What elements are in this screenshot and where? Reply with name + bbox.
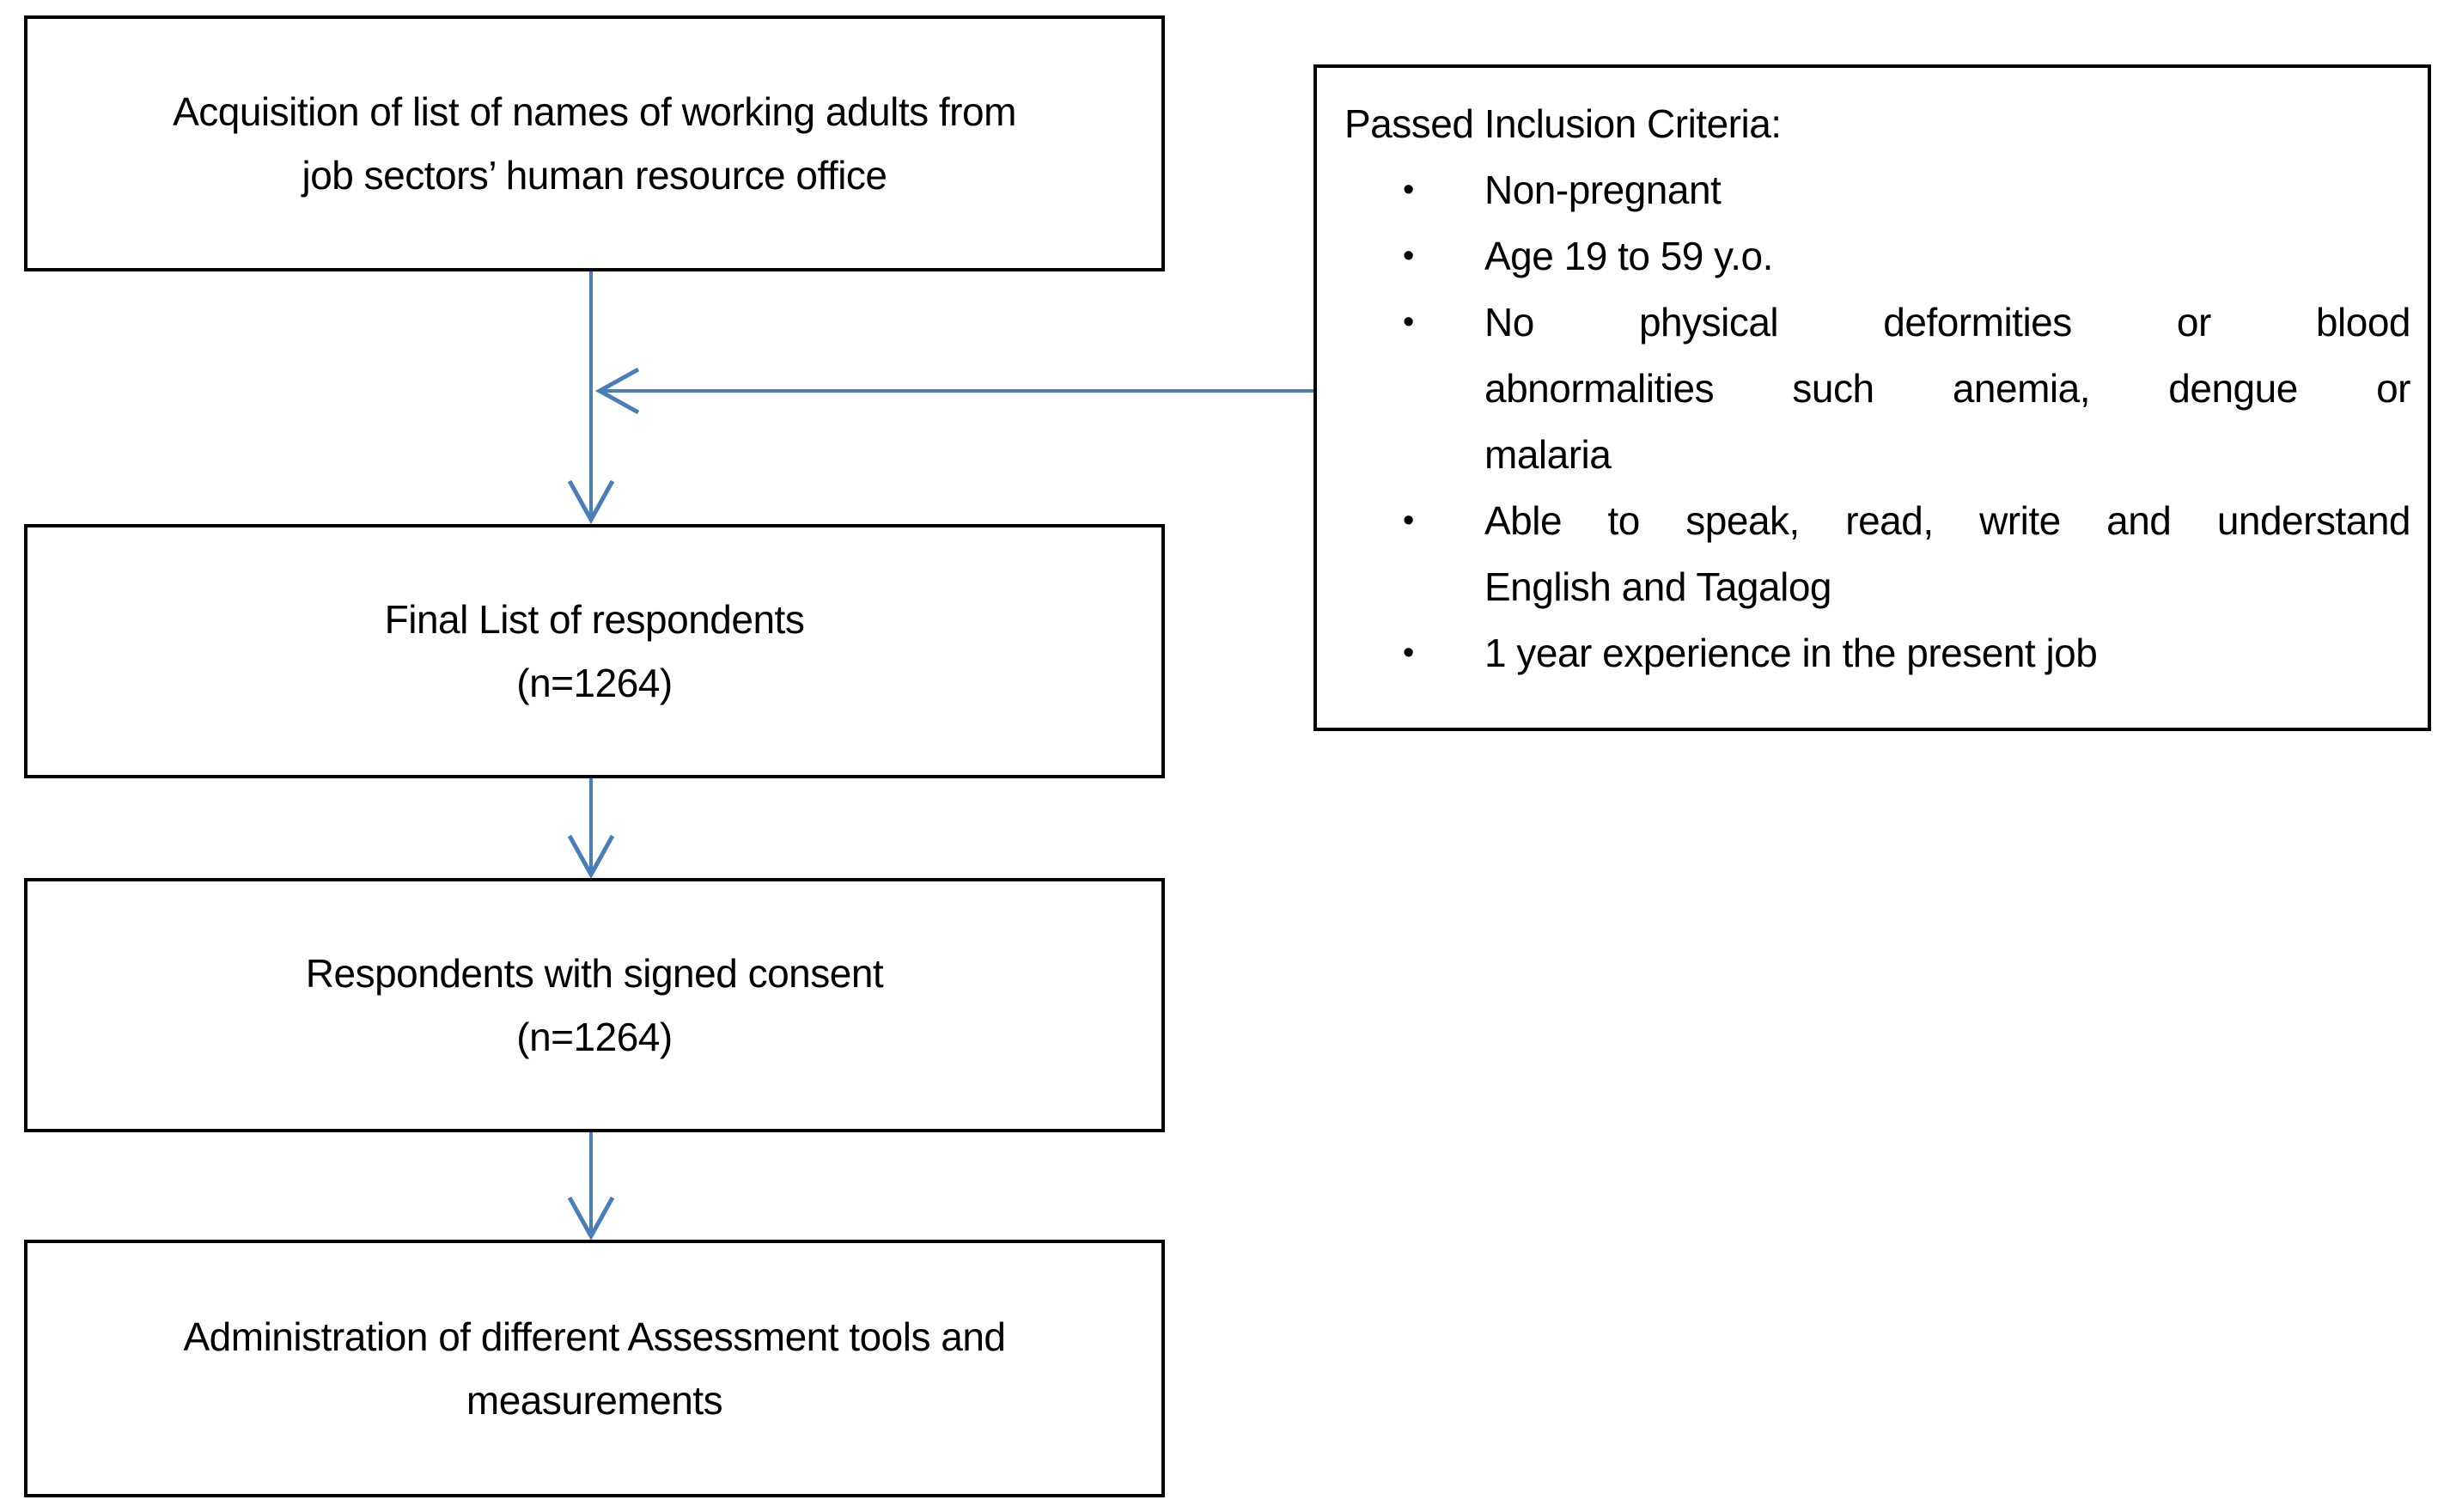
criteria-text-line: 1 year experience in the present job	[1484, 631, 2098, 675]
flowchart-box-acquisition: Acquisition of list of names of working …	[24, 15, 1165, 271]
criteria-text-line: English and Tagalog	[1484, 564, 1831, 609]
box-text-line: Respondents with signed consent	[305, 951, 884, 996]
criteria-text-line: Able to speak, read, write and understan…	[1484, 498, 2411, 543]
bullet-icon: •	[1403, 238, 1414, 274]
bullet-icon: •	[1403, 172, 1414, 208]
arrow-left-criteria-to-flow	[594, 367, 1313, 415]
inclusion-criteria-box: Passed Inclusion Criteria: • Non-pregnan…	[1313, 64, 2431, 731]
criteria-item-experience: • 1 year experience in the present job	[1344, 620, 2410, 686]
criteria-item-deformities: • No physical deformities or blood abnor…	[1344, 290, 2411, 488]
box-text-line: job sectors’ human resource office	[302, 153, 887, 198]
criteria-item-age: • Age 19 to 59 y.o.	[1344, 223, 2410, 290]
criteria-item-language: • Able to speak, read, write and underst…	[1344, 488, 2411, 620]
flowchart-box-final-list: Final List of respondents (n=1264)	[24, 524, 1165, 778]
criteria-text-line: Age 19 to 59 y.o.	[1484, 234, 1773, 278]
box-text-line: Administration of different Assessment t…	[183, 1314, 1006, 1359]
box-text-line: Final List of respondents	[384, 597, 805, 642]
box-text-line: measurements	[466, 1378, 723, 1423]
bullet-icon: •	[1403, 304, 1414, 340]
criteria-item-non-pregnant: • Non-pregnant	[1344, 157, 2410, 223]
arrow-down-acquisition-to-final-list	[567, 266, 615, 525]
criteria-text-line: Non-pregnant	[1484, 168, 1722, 212]
flowchart-box-administration: Administration of different Assessment t…	[24, 1240, 1165, 1497]
box-text-line: Acquisition of list of names of working …	[173, 89, 1016, 134]
criteria-title: Passed Inclusion Criteria:	[1344, 101, 1782, 146]
criteria-text-line: malaria	[1484, 432, 1612, 477]
arrow-down-final-list-to-consent	[567, 773, 615, 880]
bullet-icon: •	[1403, 635, 1414, 671]
flowchart-box-consent: Respondents with signed consent (n=1264)	[24, 878, 1165, 1132]
criteria-text-line: No physical deformities or blood	[1484, 300, 2411, 344]
criteria-text-line: abnormalities such anemia, dengue or	[1484, 366, 2411, 411]
arrow-down-consent-to-administration	[567, 1127, 615, 1241]
bullet-icon: •	[1403, 503, 1414, 539]
box-text-line: (n=1264)	[516, 661, 673, 705]
box-text-line: (n=1264)	[516, 1015, 673, 1059]
